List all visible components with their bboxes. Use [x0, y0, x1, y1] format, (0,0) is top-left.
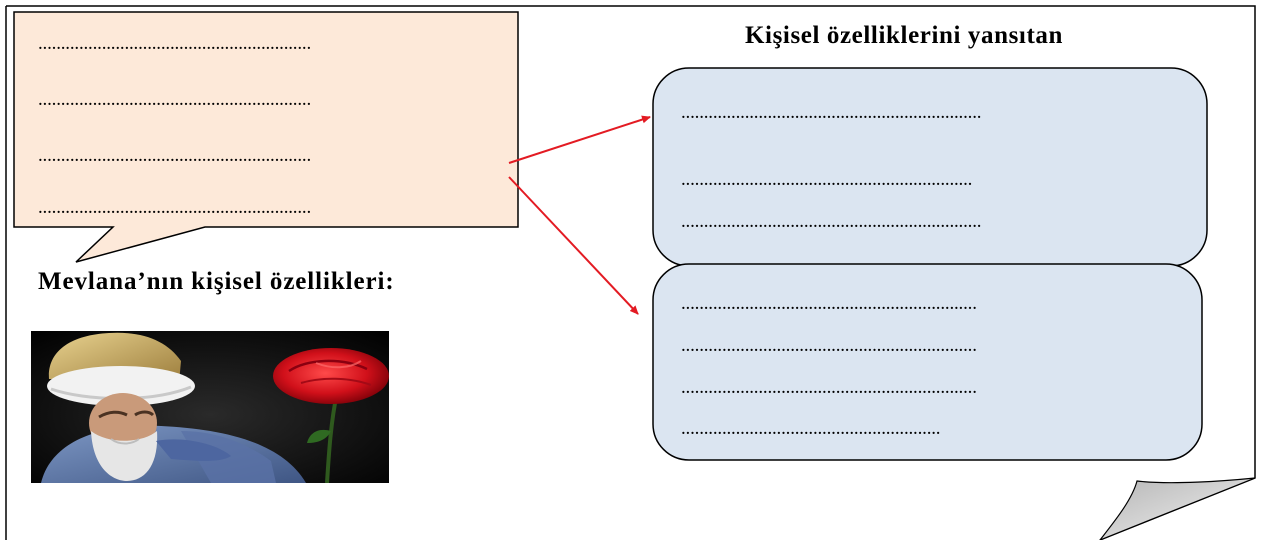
- lower-box-line-4[interactable]: ........................................…: [681, 418, 941, 439]
- speech-bubble: [13, 11, 519, 263]
- lower-box-line-1[interactable]: ........................................…: [681, 293, 977, 314]
- bubble-answer-line-3[interactable]: ........................................…: [38, 145, 312, 166]
- arrow-icon: [508, 176, 639, 315]
- page-curl: [1099, 477, 1256, 540]
- upper-box-line-1[interactable]: ........................................…: [681, 102, 982, 123]
- portrait-image: [31, 331, 389, 483]
- upper-answer-box: [652, 67, 1208, 267]
- left-heading: Mevlana’nın kişisel özellikleri:: [38, 268, 395, 295]
- upper-box-line-2[interactable]: ........................................…: [681, 169, 973, 190]
- upper-box-line-3[interactable]: ........................................…: [681, 211, 982, 232]
- bubble-answer-line-2[interactable]: ........................................…: [38, 89, 312, 110]
- right-heading: Kişisel özelliklerini yansıtan: [745, 22, 1064, 49]
- arrow-icon: [508, 115, 651, 164]
- lower-box-line-2[interactable]: ........................................…: [681, 335, 977, 356]
- lower-box-line-3[interactable]: ........................................…: [681, 377, 977, 398]
- bubble-answer-line-1[interactable]: ........................................…: [38, 33, 312, 54]
- lower-answer-box: [652, 263, 1203, 461]
- bubble-answer-line-4[interactable]: ........................................…: [38, 197, 312, 218]
